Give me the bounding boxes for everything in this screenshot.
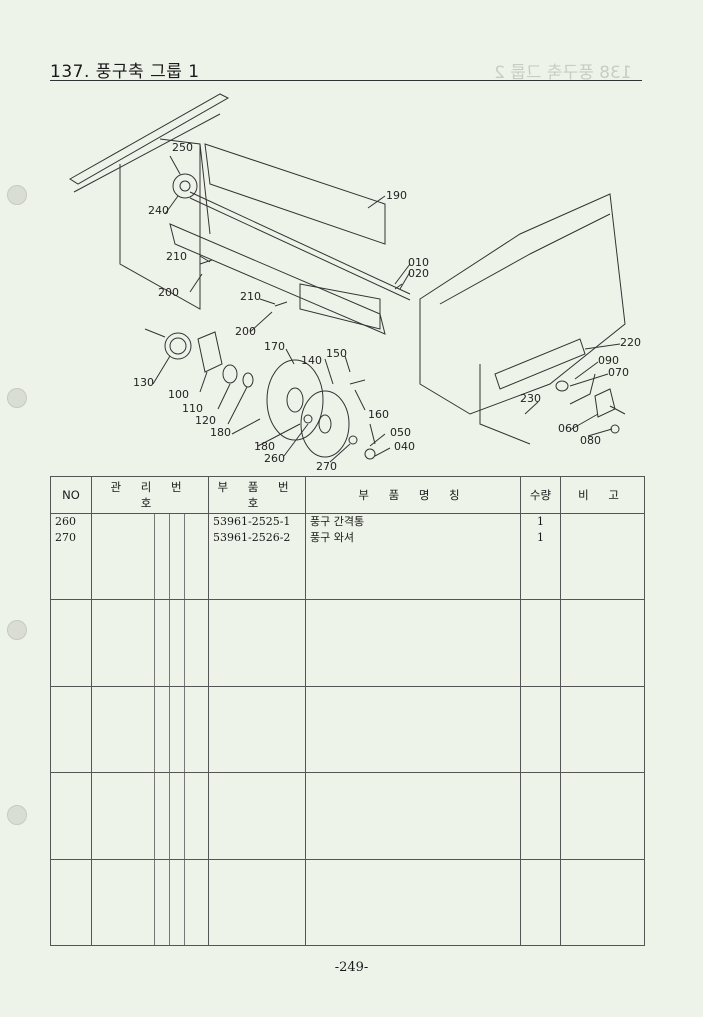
- col-header-management-no: 관 리 번 호: [91, 476, 209, 514]
- row-quantity: 1: [537, 515, 544, 528]
- table-row: [50, 599, 645, 687]
- callout: 200: [235, 325, 256, 338]
- table-row: [50, 685, 645, 774]
- col-header-remark: 비 고: [560, 476, 645, 514]
- row-part-name: 풍구 와셔: [310, 531, 354, 544]
- quantity-cell: 1 1: [520, 512, 561, 601]
- row-part-name: 풍구 간격통: [310, 515, 365, 528]
- callout: 270: [316, 460, 337, 473]
- row-part-no: 53961-2525-1: [213, 515, 291, 528]
- callout: 210: [166, 250, 187, 263]
- row-no: 270: [55, 531, 76, 544]
- exploded-parts-diagram: 250 240 190 010 020 210 200 210 200 170 …: [50, 84, 650, 476]
- callout: 220: [620, 336, 641, 349]
- page-number: -249-: [334, 960, 369, 975]
- callout: 040: [394, 440, 415, 453]
- callout: 170: [264, 340, 285, 353]
- part-no-cell: 53961-2525-1 53961-2526-2: [208, 512, 306, 601]
- callout: 050: [390, 426, 411, 439]
- col-header-part-name: 부 품 명 칭: [305, 476, 521, 514]
- remark-cell: [560, 512, 645, 601]
- table-row: [50, 858, 645, 947]
- callout: 070: [608, 366, 629, 379]
- row-no: 260: [55, 515, 76, 528]
- binder-hole: [7, 805, 27, 825]
- callout: 130: [133, 376, 154, 389]
- callout: 180: [210, 426, 231, 439]
- table-row: 260 270 53961-2525-1 53961-2526-2 풍구 간격통…: [50, 512, 645, 601]
- callout: 010: [408, 256, 429, 269]
- col-header-quantity: 수량: [520, 476, 561, 514]
- callout: 160: [368, 408, 389, 421]
- callout: 020: [408, 267, 429, 280]
- callout: 110: [182, 402, 203, 415]
- callout: 190: [386, 189, 407, 202]
- binder-hole: [7, 388, 27, 408]
- callout: 080: [580, 434, 601, 447]
- callout: 100: [168, 388, 189, 401]
- callout: 060: [558, 422, 579, 435]
- page-title: 137. 풍구축 그룹 1: [50, 62, 200, 82]
- part-name-cell: 풍구 간격통 풍구 와셔: [305, 512, 521, 601]
- row-quantity: 1: [537, 531, 544, 544]
- row-part-no: 53961-2526-2: [213, 531, 291, 544]
- no-cell: 260 270: [50, 512, 92, 601]
- title-rule: [50, 80, 642, 81]
- binder-hole: [7, 620, 27, 640]
- callout: 180: [254, 440, 275, 453]
- col-header-part-no: 부 품 번 호: [208, 476, 306, 514]
- table-header-row: NO 관 리 번 호 부 품 번 호 부 품 명 칭 수량 비 고: [50, 476, 645, 514]
- callout: 260: [264, 452, 285, 465]
- col-header-no: NO: [50, 476, 92, 514]
- callout: 250: [172, 141, 193, 154]
- callout: 120: [195, 414, 216, 427]
- callout: 140: [301, 354, 322, 367]
- callout: 200: [158, 286, 179, 299]
- callout: 230: [520, 392, 541, 405]
- callout: 240: [148, 204, 169, 217]
- callout: 210: [240, 290, 261, 303]
- binder-hole: [7, 185, 27, 205]
- table-row: [50, 772, 645, 860]
- management-cell: [91, 512, 209, 601]
- callout: 150: [326, 347, 347, 360]
- callout: 090: [598, 354, 619, 367]
- parts-table: NO 관 리 번 호 부 품 번 호 부 품 명 칭 수량 비 고 260 27…: [50, 476, 645, 947]
